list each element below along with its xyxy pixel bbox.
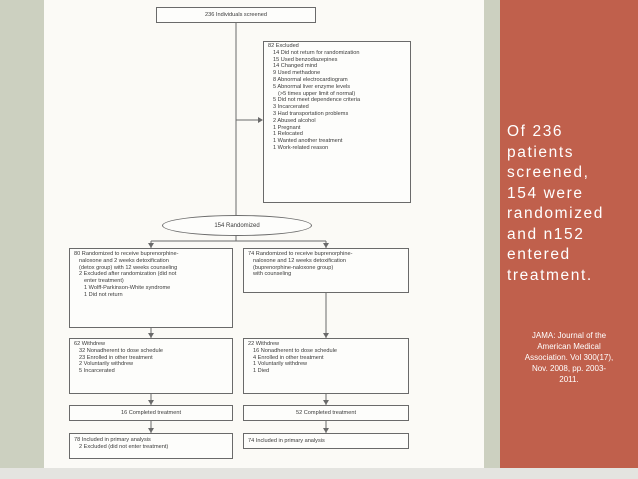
excluded-box: 82 Excluded 14 Did not return for random… (263, 41, 411, 203)
excluded-reason: 5 Abnormal liver enzyme levels (273, 83, 351, 90)
left-analysis-box: 78 Included in primary analysis 2 Exclud… (69, 433, 233, 459)
allocation-line: 80 Randomized to receive buprenorphine- (74, 251, 179, 257)
excluded-reason: 1 Relocated (273, 131, 303, 138)
right-withdrew-box: 22 Withdrew 16 Nonadherent to dose sched… (243, 338, 409, 394)
excluded-reason: 5 Did not meet dependence criteria (273, 97, 361, 104)
allocation-line: (buprenorphine-naloxone group) (253, 264, 334, 271)
withdrew-line: 1 Voluntarily withdrew (253, 361, 308, 368)
excluded-reason: 1 Wanted another treatment (273, 138, 343, 145)
excluded-reason: 3 Had transportation problems (273, 110, 349, 117)
excluded-reason: 14 Did not return for randomization (273, 49, 360, 56)
allocation-line: naloxone and 2 weeks detoxification (79, 257, 169, 264)
withdrew-line: 22 Withdrew (248, 341, 280, 347)
allocation-line: enter treatment) (84, 278, 124, 285)
allocation-line: naloxone and 12 weeks detoxification (253, 257, 346, 264)
right-completed-box: 52 Completed treatment (243, 405, 409, 421)
allocation-line: 1 Did not return (84, 291, 123, 298)
randomized-label: 154 Randomized (214, 222, 260, 229)
randomized-ellipse: 154 Randomized (162, 215, 312, 236)
withdrew-line: 32 Nonadherent to dose schedule (79, 347, 163, 354)
allocation-line: 1 Wolff-Parkinson-White syndrome (84, 284, 171, 291)
excluded-reason: 15 Used benzodiazepines (273, 56, 338, 63)
excluded-reason: 3 Incarcerated (273, 104, 309, 111)
bottom-strip (0, 468, 638, 479)
analysis-line: 74 Included in primary analysis (248, 438, 325, 444)
analysis-line: 78 Included in primary analysis (74, 437, 151, 443)
left-decorative-band (0, 0, 44, 479)
allocation-line: with counseling (253, 271, 292, 278)
withdrew-line: 62 Withdrew (74, 341, 106, 347)
left-completed-box: 16 Completed treatment (69, 405, 233, 421)
withdrew-line: 4 Enrolled in other treatment (253, 354, 324, 361)
excluded-reason: 9 Used methadone (273, 70, 321, 77)
excluded-reason: 14 Changed mind (273, 63, 318, 70)
allocation-line: (detox group) with 12 weeks counseling (79, 264, 178, 271)
completed-label: 52 Completed treatment (295, 409, 356, 416)
excluded-reason: 8 Abnormal electrocardiogram (273, 76, 348, 83)
withdrew-line: 5 Incarcerated (79, 368, 115, 375)
excluded-title: 82 Excluded (268, 43, 299, 49)
withdrew-line: 23 Enrolled in other treatment (79, 354, 153, 361)
excluded-reason: (>5 times upper limit of normal) (278, 90, 356, 97)
allocation-line: 2 Excluded after randomization (did not (79, 271, 177, 278)
screened-box: 236 Individuals screened (156, 7, 316, 23)
excluded-reason: 2 Abused alcohol (273, 117, 316, 124)
analysis-line: 2 Excluded (did not enter treatment) (79, 443, 169, 450)
summary-headline: Of 236 patients screened, 154 were rando… (507, 123, 604, 284)
allocation-line: 74 Randomized to receive buprenorphine- (248, 251, 353, 257)
withdrew-line: 1 Died (253, 368, 270, 375)
withdrew-line: 2 Voluntarily withdrew (79, 361, 134, 368)
middle-decorative-band (484, 0, 500, 479)
source-citation: JAMA: Journal of the American Medical As… (524, 331, 614, 384)
withdrew-line: 16 Nonadherent to dose schedule (253, 347, 337, 354)
left-withdrew-box: 62 Withdrew 32 Nonadherent to dose sched… (69, 338, 233, 394)
left-allocation-box: 80 Randomized to receive buprenorphine- … (69, 248, 233, 328)
screened-label: 236 Individuals screened (205, 11, 267, 18)
completed-label: 16 Completed treatment (120, 409, 181, 416)
right-analysis-box: 74 Included in primary analysis (243, 433, 409, 449)
side-panel (500, 0, 638, 479)
excluded-reason: 1 Pregnant (273, 124, 301, 131)
excluded-reason: 1 Work-related reason (273, 144, 329, 151)
right-allocation-box: 74 Randomized to receive buprenorphine- … (243, 248, 409, 293)
